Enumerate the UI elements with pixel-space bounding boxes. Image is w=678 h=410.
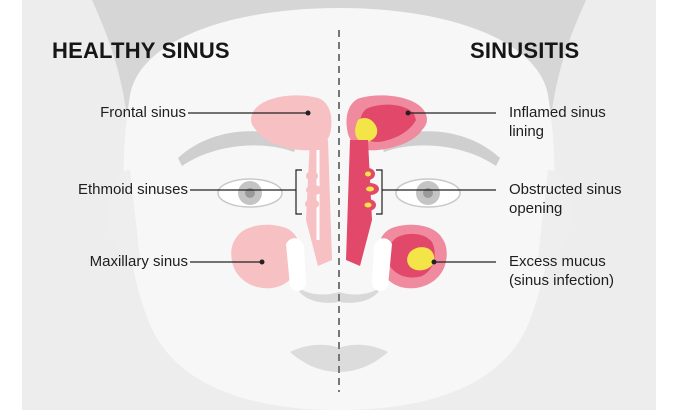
- label-inflamed-sinus-lining: Inflamed sinus lining: [509, 103, 606, 141]
- sinusitis-heading: SINUSITIS: [470, 38, 579, 64]
- label-inflamed-line-2: lining: [509, 122, 606, 141]
- inflamed-ethmoid-mucus-2: [366, 187, 374, 192]
- leader-inflamed-dot: [406, 111, 411, 116]
- leader-maxillary-dot: [260, 260, 265, 265]
- label-obstructed-line-1: Obstructed sinus: [509, 180, 622, 199]
- inflamed-ethmoid-mucus-3: [365, 203, 372, 208]
- label-obstructed-sinus-opening: Obstructed sinus opening: [509, 180, 622, 218]
- label-mucus-line-1: Excess mucus: [509, 252, 614, 271]
- healthy-ethmoid-cell-1: [306, 171, 318, 181]
- label-excess-mucus: Excess mucus (sinus infection): [509, 252, 614, 290]
- healthy-heading: HEALTHY SINUS: [52, 38, 230, 64]
- leader-mucus-dot: [432, 260, 437, 265]
- label-obstructed-line-2: opening: [509, 199, 622, 218]
- leader-frontal-dot: [306, 111, 311, 116]
- label-mucus-line-2: (sinus infection): [509, 271, 614, 290]
- label-maxillary-sinus: Maxillary sinus: [90, 252, 188, 271]
- healthy-ethmoid-cell-2: [306, 185, 322, 195]
- label-inflamed-line-1: Inflamed sinus: [509, 103, 606, 122]
- label-ethmoid-sinuses: Ethmoid sinuses: [78, 180, 188, 199]
- label-frontal-sinus: Frontal sinus: [100, 103, 186, 122]
- healthy-ethmoid-cell-3: [305, 199, 319, 209]
- inflamed-ethmoid-mucus-1: [365, 172, 371, 177]
